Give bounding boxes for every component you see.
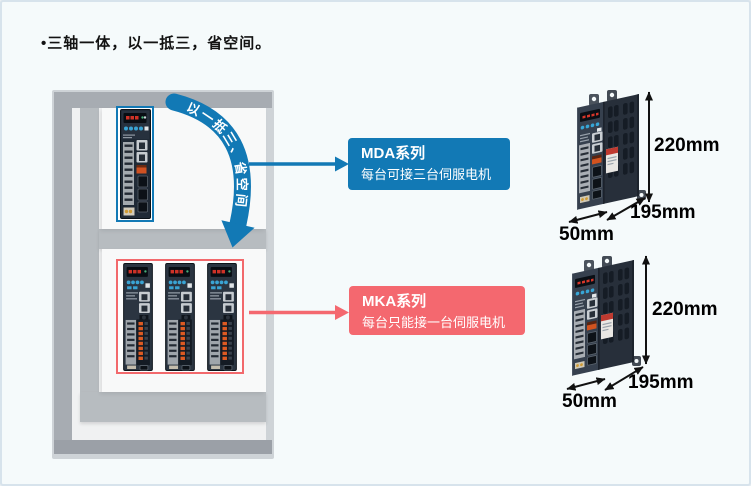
mda-callout: MDA系列 每台可接三台伺服电机: [348, 138, 510, 190]
depth-dimension-label: 195mm: [630, 202, 696, 223]
mka-servo-drive-icon: [207, 263, 237, 371]
mda-product-figure: 220mm 195mm 50mm: [547, 86, 749, 248]
cabinet-divider-bar: [99, 229, 266, 249]
mka-servo-drive-icon: [123, 263, 153, 371]
cabinet-frame-top: [54, 92, 272, 108]
mda-series-desc: 每台可接三台伺服电机: [361, 167, 492, 182]
mka-callout: MKA系列 每台只能接一台伺服电机: [349, 286, 525, 335]
mda-servo-drive-icon: [120, 109, 151, 219]
mka-servo-drive-icon: [165, 263, 195, 371]
mka-series-desc: 每台只能接一台伺服电机: [362, 315, 506, 330]
cabinet-frame-bottom: [54, 440, 272, 454]
mka-series-name: MKA系列: [362, 293, 427, 310]
height-dimension-label: 220mm: [654, 135, 720, 156]
cabinet-frame-left: [54, 92, 72, 454]
mka-highlight-frame: [116, 259, 244, 374]
height-dimension-label: 220mm: [652, 299, 718, 320]
cabinet-bottom-bar: [80, 392, 266, 422]
depth-dimension-label: 195mm: [628, 372, 694, 393]
electrical-cabinet: [52, 90, 274, 459]
width-dimension-label: 50mm: [559, 224, 614, 245]
mka-product-figure: 220mm 195mm 50mm: [542, 252, 749, 414]
mda-series-name: MDA系列: [361, 145, 426, 162]
page-title: •三轴一体，以一抵三，省空间。: [41, 35, 272, 52]
cabinet-vertical-bar: [80, 108, 99, 422]
width-dimension-label: 50mm: [562, 391, 617, 412]
mda-highlight-frame: [116, 106, 154, 222]
mka-product-photo-icon: [544, 252, 654, 392]
